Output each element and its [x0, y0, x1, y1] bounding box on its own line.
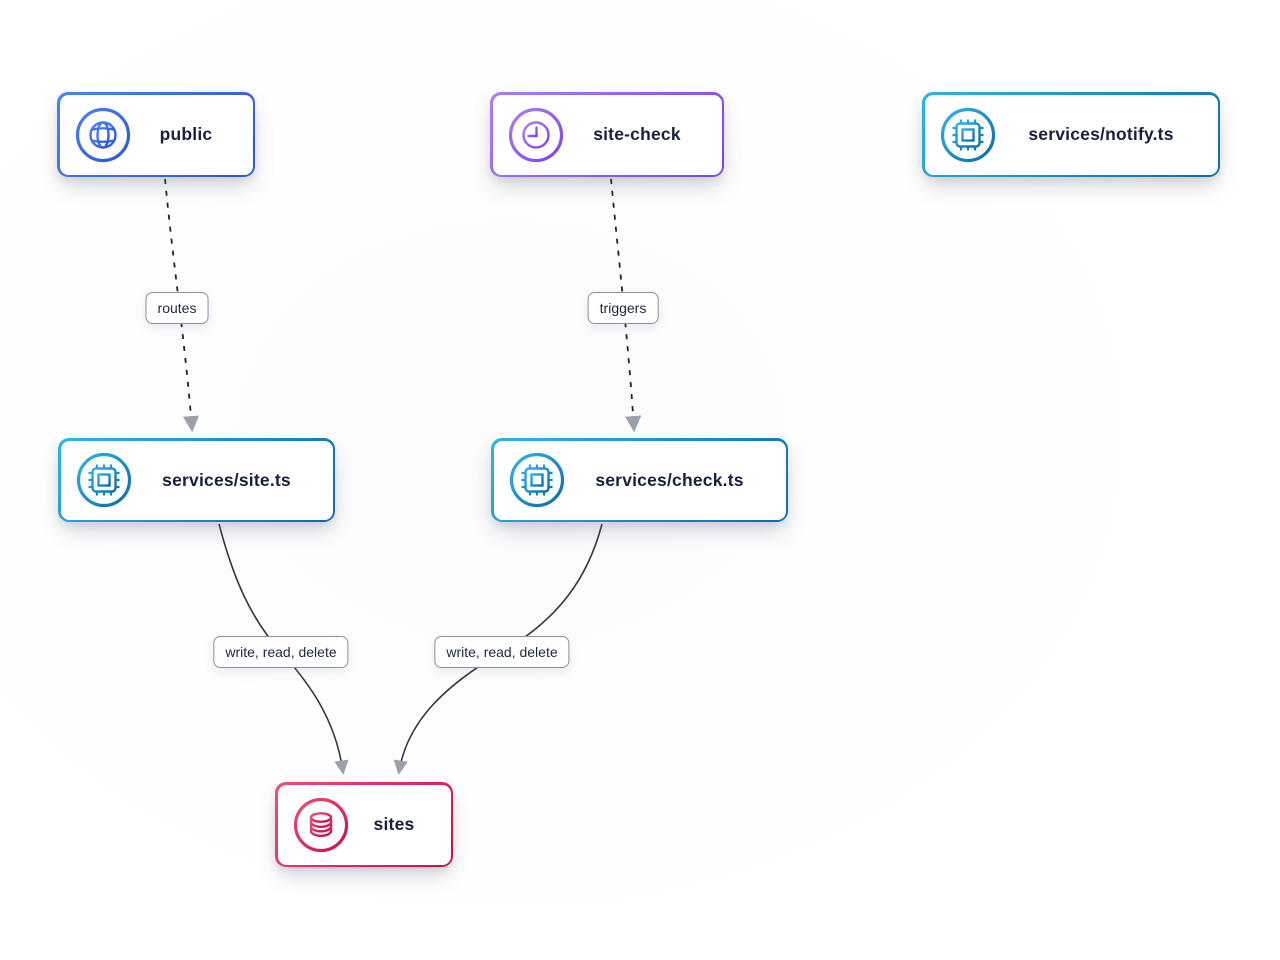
- node-services-notify[interactable]: services/notify.ts: [922, 92, 1220, 177]
- chip-icon: [508, 451, 566, 509]
- edge-label-write-read-delete-left: write, read, delete: [213, 636, 349, 668]
- node-sites[interactable]: sites: [275, 782, 453, 867]
- edge-label-routes: routes: [145, 292, 209, 324]
- node-public[interactable]: public: [57, 92, 255, 177]
- edge-site-check-to-services-check: [610, 178, 642, 433]
- node-label-site-check: site-check: [593, 124, 681, 144]
- node-services-site[interactable]: services/site.ts: [58, 438, 335, 522]
- node-label-services-notify: services/notify.ts: [1028, 124, 1174, 144]
- chip-icon: [939, 106, 997, 164]
- globe-icon: [74, 106, 132, 164]
- database-icon: [292, 796, 350, 854]
- edge-label-write-read-delete-right: write, read, delete: [434, 636, 570, 668]
- node-label-public: public: [159, 124, 213, 144]
- node-label-services-check: services/check.ts: [595, 469, 744, 490]
- chip-icon: [75, 451, 133, 509]
- edge-public-to-services-site: [164, 178, 200, 433]
- node-label-sites: sites: [373, 814, 415, 834]
- node-label-services-site: services/site.ts: [162, 469, 291, 490]
- edge-label-triggers: triggers: [587, 292, 659, 324]
- node-site-check[interactable]: site-check: [490, 92, 724, 177]
- clock-icon: [507, 106, 565, 164]
- node-services-check[interactable]: services/check.ts: [491, 438, 788, 522]
